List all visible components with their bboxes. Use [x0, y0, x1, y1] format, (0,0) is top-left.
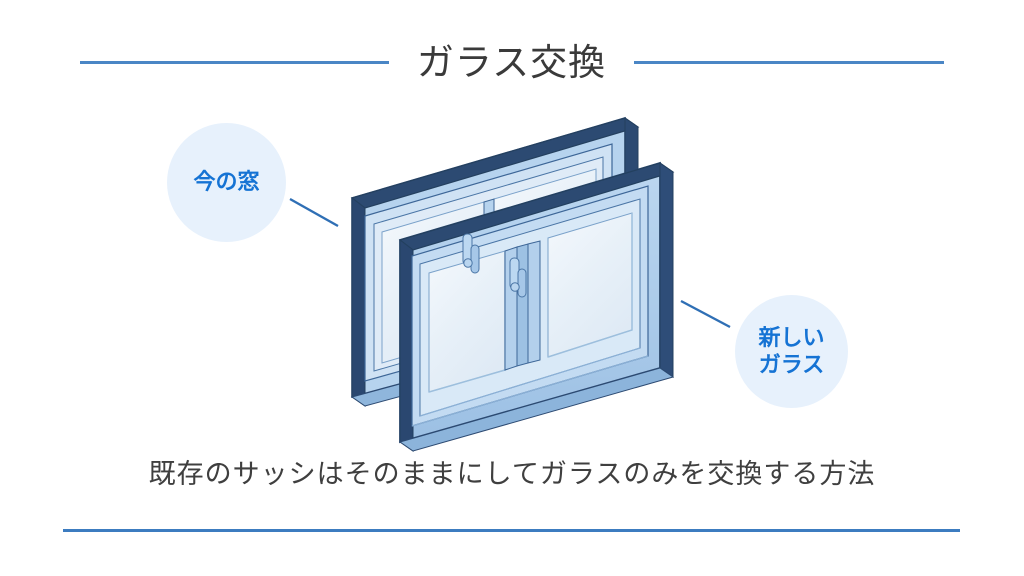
title-row: ガラス交換: [0, 36, 1024, 88]
front-sash-frame: [398, 161, 675, 452]
callout-badge-current-window-line1: 今の窓: [193, 169, 260, 195]
callout-badge-new-glass-line2: ガラス: [758, 351, 825, 377]
slide-caption: 既存のサッシはそのままにしてガラスのみを交換する方法: [148, 459, 876, 489]
callout-badge-new-glass[interactable]: 新しい ガラス: [735, 295, 848, 408]
callout-badge-new-glass-line1: 新しい: [758, 324, 825, 350]
title-rule-left: [79, 60, 389, 64]
leader-line-right: [680, 299, 731, 329]
callout-badge-current-window[interactable]: 今の窓: [167, 123, 286, 242]
page-title: ガラス交換: [416, 41, 607, 83]
sash-lock-handle-left: [462, 233, 480, 274]
title-rule-right: [634, 60, 945, 64]
leader-line-left: [289, 197, 339, 228]
sash-lock-handle-right: [509, 257, 527, 298]
bottom-rule: [63, 529, 960, 532]
